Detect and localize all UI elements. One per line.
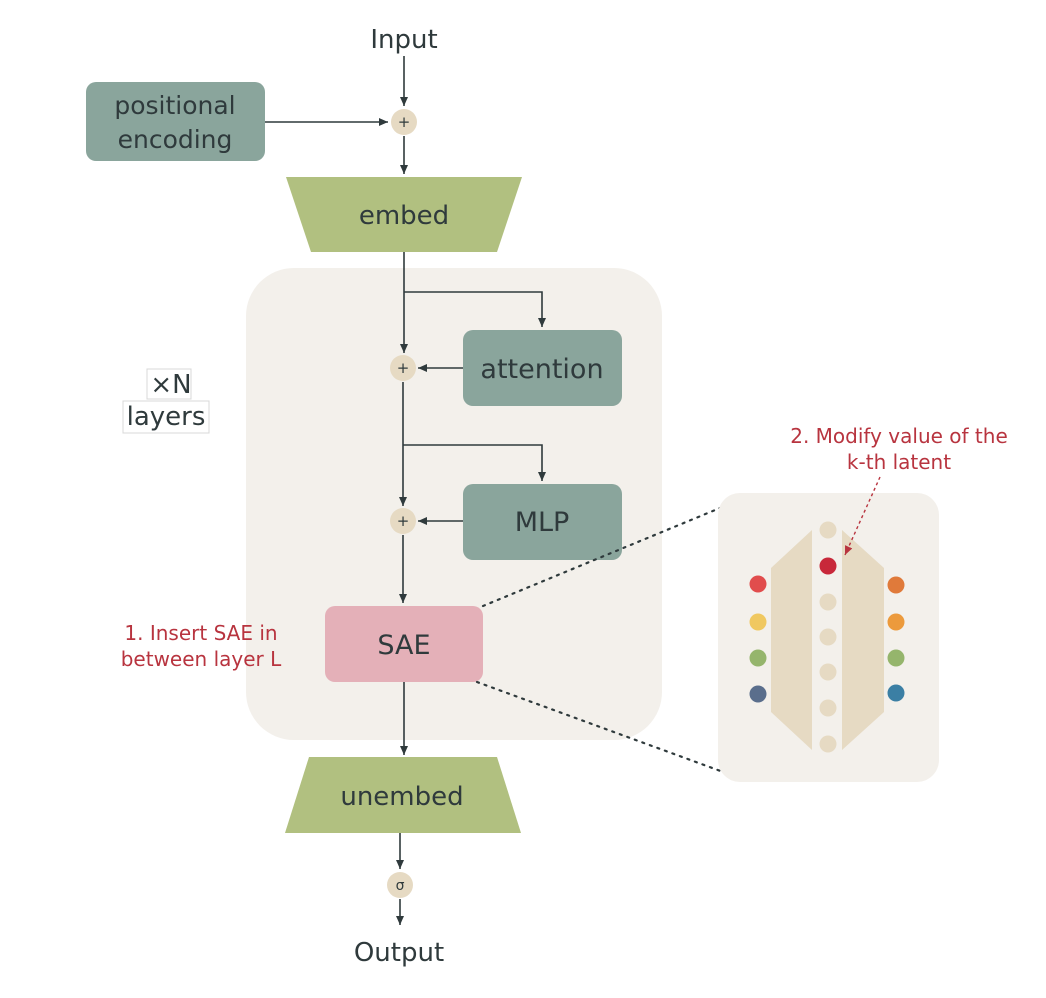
input-feature-column <box>749 575 767 703</box>
annotation-insert-sae-line1: 1. Insert SAE in <box>124 621 277 645</box>
positional-encoding-label-line2: encoding <box>118 125 233 154</box>
latent-dot-highlighted <box>819 557 837 575</box>
zoom-line-top <box>481 506 722 608</box>
repeat-layers-label: layers <box>127 402 206 432</box>
repeat-label-box-2 <box>122 400 210 434</box>
add-symbol: + <box>397 359 410 377</box>
annotation-arrow-to-latent <box>844 476 881 556</box>
latent-dot <box>819 521 837 539</box>
latent-dot <box>819 699 837 717</box>
output-label: Output <box>354 938 444 968</box>
sae-label: SAE <box>377 630 430 661</box>
output-feature-dot <box>887 649 905 667</box>
sae-decoder-shape <box>842 530 884 750</box>
add-symbol: + <box>398 113 411 131</box>
add-node-input <box>391 109 417 135</box>
latent-column <box>819 521 837 753</box>
latent-dot <box>819 593 837 611</box>
unembed-block <box>285 757 521 833</box>
embed-label: embed <box>359 201 449 231</box>
output-feature-dot <box>887 684 905 702</box>
mlp-block <box>463 484 622 560</box>
branch-to-mlp <box>403 444 546 481</box>
softmax-node <box>387 872 413 898</box>
input-feature-dot <box>749 613 767 631</box>
sigma-symbol: σ <box>396 878 405 894</box>
attention-block <box>463 330 622 406</box>
positional-encoding-box <box>86 82 265 161</box>
repeat-count-label: ×N <box>150 370 191 400</box>
sae-block <box>325 606 483 682</box>
branch-to-attention <box>404 291 546 327</box>
latent-dot <box>819 663 837 681</box>
add-symbol: + <box>397 512 410 530</box>
output-feature-column <box>887 576 905 702</box>
input-feature-dot <box>749 685 767 703</box>
add-node-attention <box>390 355 416 381</box>
add-node-mlp <box>390 508 416 534</box>
sae-encoder-shape <box>771 530 812 750</box>
embed-block <box>286 177 522 252</box>
input-feature-dot <box>749 575 767 593</box>
attention-label: attention <box>480 354 603 385</box>
latent-dot <box>819 628 837 646</box>
input-label: Input <box>370 25 437 55</box>
annotation-modify-latent-line1: 2. Modify value of the <box>790 424 1008 448</box>
annotation-modify-latent-line2: k-th latent <box>847 450 951 474</box>
repeat-label-box-1 <box>146 368 192 400</box>
latent-dot <box>819 735 837 753</box>
output-feature-dot <box>887 576 905 594</box>
unembed-label: unembed <box>340 782 463 812</box>
annotation-insert-sae-line2: between layer L <box>121 647 282 671</box>
output-feature-dot <box>887 613 905 631</box>
input-feature-dot <box>749 649 767 667</box>
mlp-label: MLP <box>515 507 570 538</box>
positional-encoding-label-line1: positional <box>114 91 235 120</box>
